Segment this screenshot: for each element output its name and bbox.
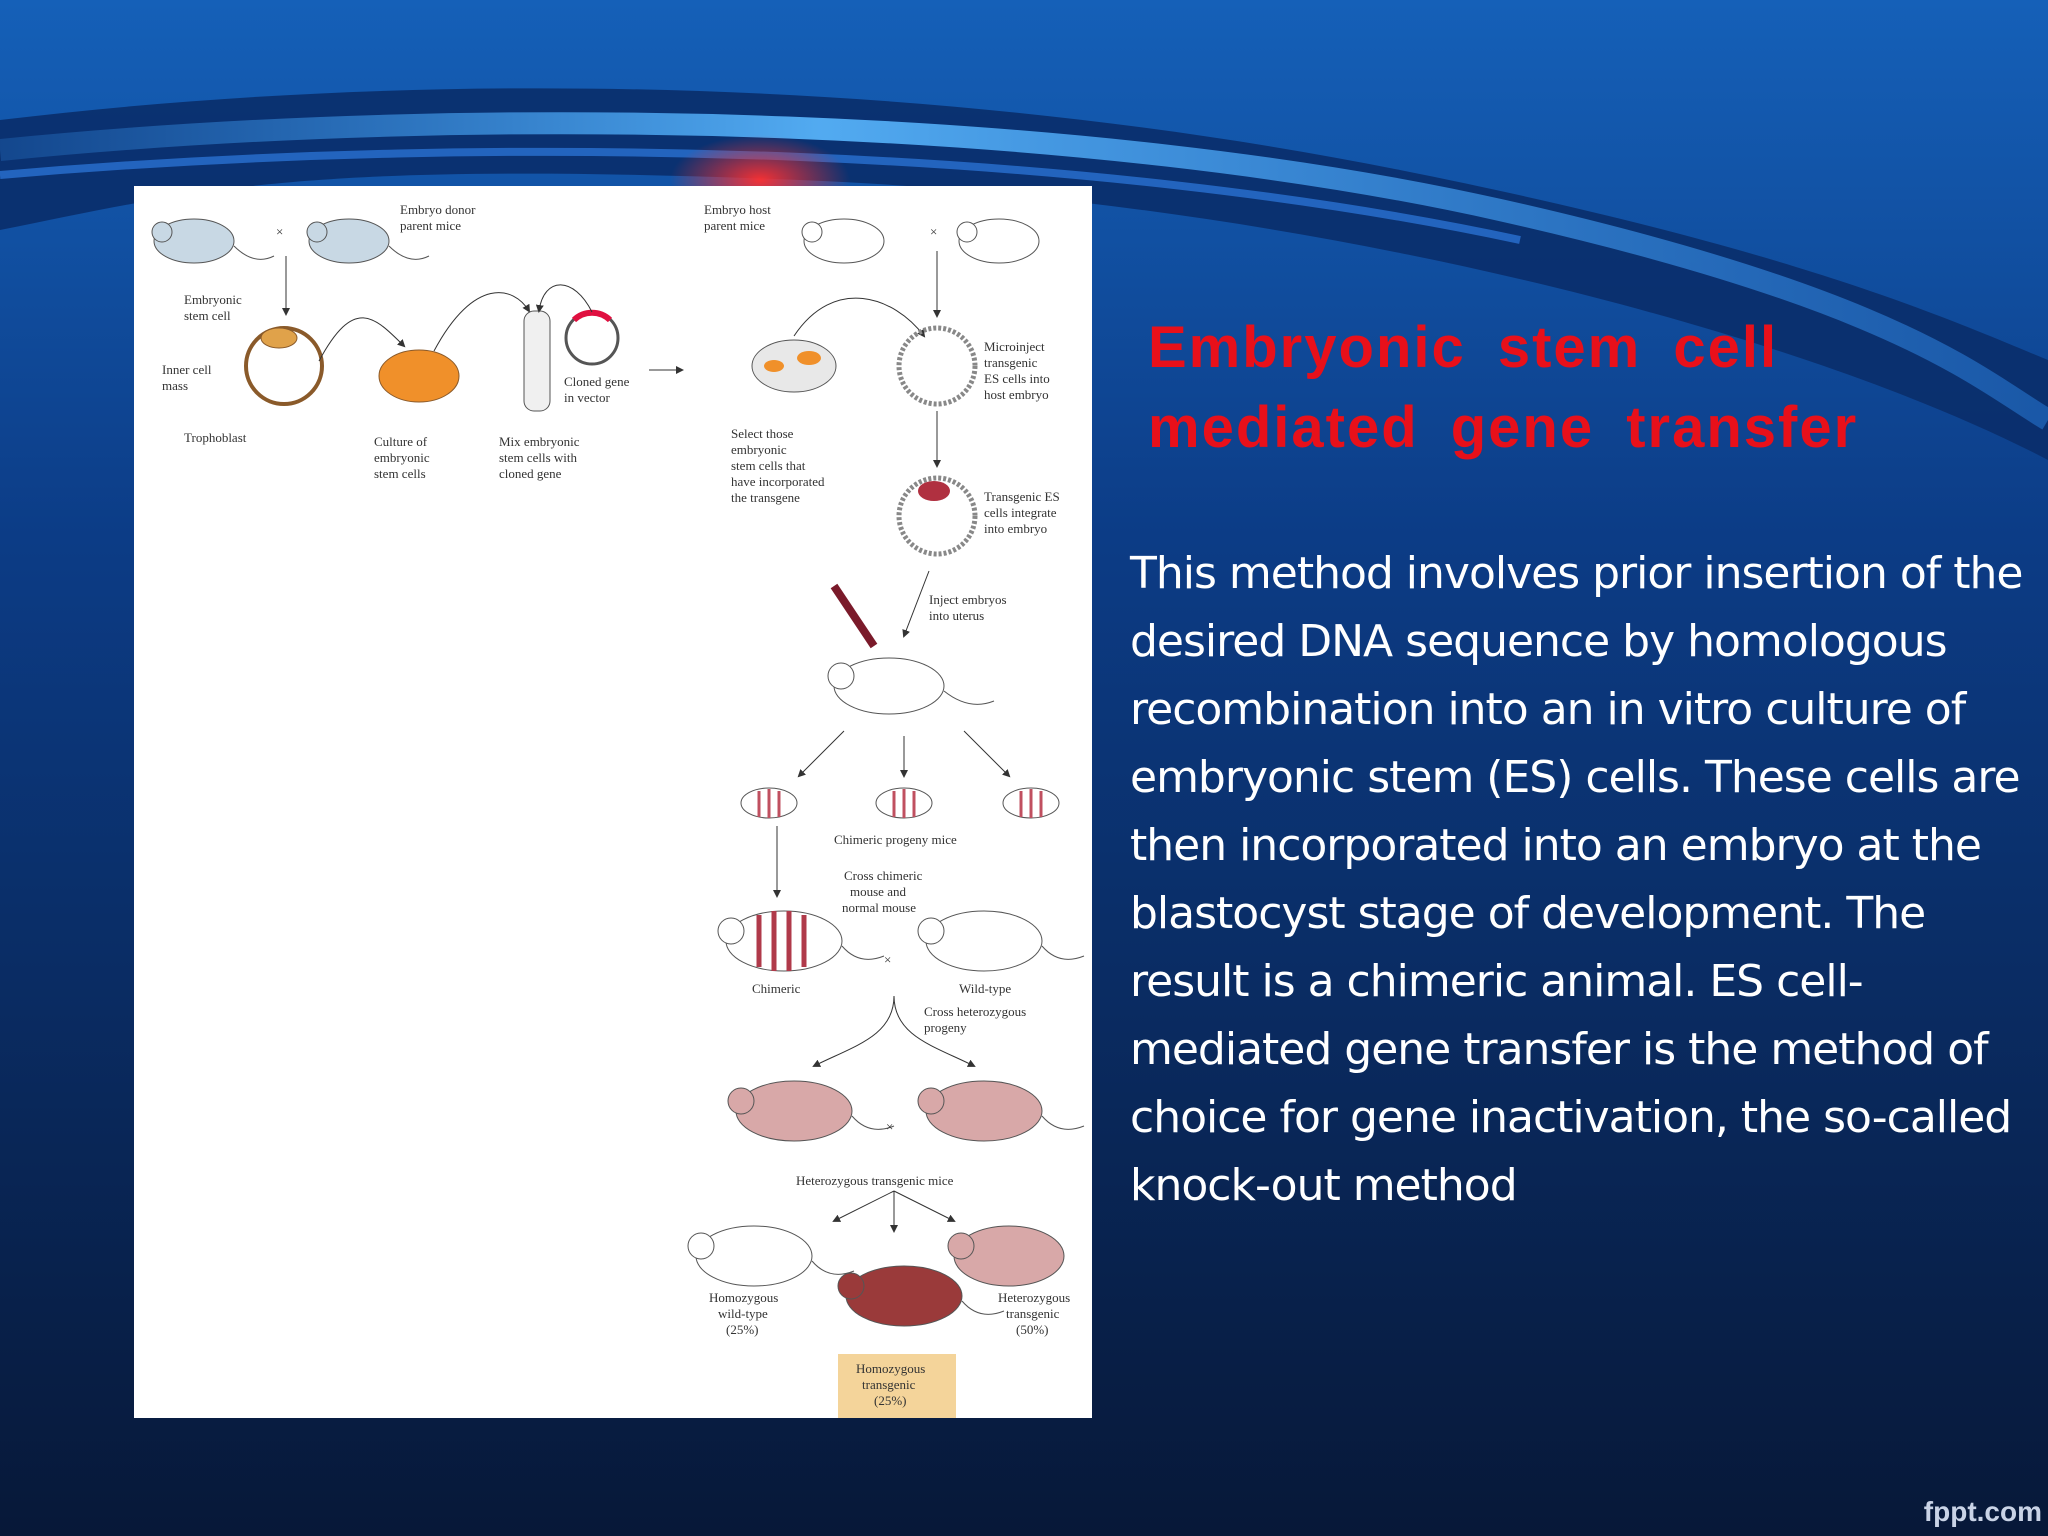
label-homo-trans-3: (25%): [874, 1393, 907, 1408]
chimeric-progeny-right-icon: [1002, 787, 1060, 819]
chimeric-progeny-left-icon: [740, 787, 798, 819]
label-cross-hetero-1: Cross heterozygous: [924, 1004, 1026, 1019]
label-microinject-1: Microinject: [984, 339, 1045, 354]
title-line-2: mediated gene transfer: [1148, 395, 1859, 460]
label-homo-wild-1: Homozygous: [709, 1290, 778, 1305]
cross-symbol-hetero: ×: [886, 1119, 893, 1134]
integrated-embryo-icon: [896, 475, 978, 557]
label-mix-1: Mix embryonic: [499, 434, 580, 449]
cross-symbol-chimeric: ×: [884, 952, 891, 967]
label-chimeric-progeny: Chimeric progeny mice: [834, 832, 957, 847]
label-mix-2: stem cells with: [499, 450, 577, 465]
label-hetero-trans-2: transgenic: [1006, 1306, 1060, 1321]
label-hetero-mice: Heterozygous transgenic mice: [796, 1173, 954, 1188]
label-inject-2: into uterus: [929, 608, 984, 623]
label-integrate-3: into embryo: [984, 521, 1047, 536]
label-chimeric: Chimeric: [752, 981, 801, 996]
host-mouse-right-icon: [956, 218, 1040, 264]
gene-transfer-diagram: × Embryo donor parent mice Embryonic ste…: [134, 186, 1092, 1418]
label-homo-trans-1: Homozygous: [856, 1361, 925, 1376]
hetero-mouse-right-icon: [917, 1080, 1085, 1142]
label-inner-cell-2: mass: [162, 378, 188, 393]
label-cloned-gene-2: in vector: [564, 390, 611, 405]
chimeric-progeny-mid-icon: [875, 787, 933, 819]
cross-symbol: ×: [276, 224, 283, 239]
label-homo-wild-3: (25%): [726, 1322, 759, 1337]
label-embryo-host-2: parent mice: [704, 218, 765, 233]
label-select-3: stem cells that: [731, 458, 806, 473]
label-integrate-1: Transgenic ES: [984, 489, 1060, 504]
label-hetero-trans-1: Heterozygous: [998, 1290, 1070, 1305]
slide-body-text: This method involves prior insertion of …: [1130, 548, 2023, 1211]
label-wild-type: Wild-type: [959, 981, 1011, 996]
mix-tube-icon: [523, 310, 551, 412]
label-cross-chimeric-2: mouse and: [850, 884, 906, 899]
host-embryo-icon: [896, 325, 978, 407]
label-esc-2: stem cell: [184, 308, 231, 323]
label-culture-2: embryonic: [374, 450, 430, 465]
homo-transgenic-box: [838, 1354, 956, 1418]
label-microinject-4: host embryo: [984, 387, 1049, 402]
label-select-5: the transgene: [731, 490, 800, 505]
donor-mouse-right-icon: [306, 218, 430, 264]
label-culture-1: Culture of: [374, 434, 428, 449]
label-inject-1: Inject embryos: [929, 592, 1007, 607]
donor-mouse-left-icon: [151, 218, 275, 264]
label-culture-3: stem cells: [374, 466, 426, 481]
label-cloned-gene-1: Cloned gene: [564, 374, 630, 389]
label-embryo-donor-1: Embryo donor: [400, 202, 476, 217]
slide-title: Embryonic stem cell mediated gene transf…: [1148, 308, 2008, 468]
surrogate-mouse-icon: [827, 657, 995, 715]
label-select-2: embryonic: [731, 442, 787, 457]
host-mouse-left-icon: [801, 218, 885, 264]
label-embryo-host-1: Embryo host: [704, 202, 771, 217]
label-microinject-3: ES cells into: [984, 371, 1050, 386]
label-microinject-2: transgenic: [984, 355, 1038, 370]
cross-symbol-host: ×: [930, 224, 937, 239]
label-homo-wild-2: wild-type: [718, 1306, 768, 1321]
hetero-mouse-left-icon: [727, 1080, 895, 1142]
syringe-icon: [830, 583, 878, 649]
label-integrate-2: cells integrate: [984, 505, 1057, 520]
hetero-transgenic-mouse-icon: [947, 1225, 1065, 1287]
chimeric-mouse-icon: [717, 910, 885, 972]
label-cross-chimeric-1: Cross chimeric: [844, 868, 923, 883]
label-select-4: have incorporated: [731, 474, 825, 489]
label-embryo-donor-2: parent mice: [400, 218, 461, 233]
diagram-svg: × Embryo donor parent mice Embryonic ste…: [151, 202, 1085, 1418]
label-hetero-trans-3: (50%): [1016, 1322, 1049, 1337]
vector-plasmid-icon: [564, 310, 620, 366]
label-mix-3: cloned gene: [499, 466, 562, 481]
label-cross-hetero-2: progeny: [924, 1020, 967, 1035]
label-homo-trans-2: transgenic: [862, 1377, 916, 1392]
culture-dish-icon: [378, 349, 460, 403]
label-trophoblast: Trophoblast: [184, 430, 247, 445]
homo-wild-mouse-icon: [687, 1225, 855, 1287]
label-esc-1: Embryonic: [184, 292, 242, 307]
wild-type-mouse-icon: [917, 910, 1085, 972]
homo-transgenic-mouse-icon: [837, 1265, 1005, 1327]
label-inner-cell-1: Inner cell: [162, 362, 212, 377]
label-cross-chimeric-3: normal mouse: [842, 900, 916, 915]
label-select-1: Select those: [731, 426, 794, 441]
title-line-1: Embryonic stem cell: [1148, 315, 1779, 380]
watermark-logo: fppt.com: [1923, 1496, 2042, 1527]
